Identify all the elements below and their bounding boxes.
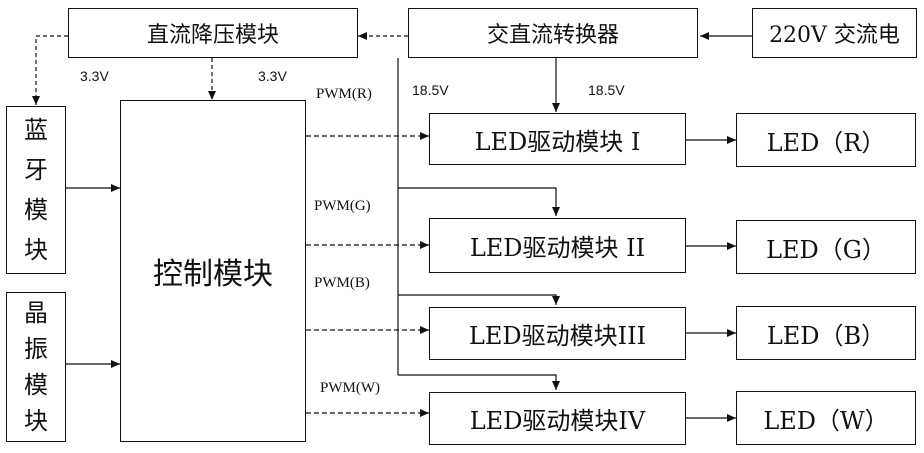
bluetooth-char: 块	[24, 230, 48, 270]
ac-dc-converter-block: 交直流转换器	[408, 8, 698, 58]
led-label: LED（B）	[767, 316, 885, 351]
crystal-char: 模	[24, 367, 48, 403]
led-driver-block-1: LED驱动模块 I	[429, 113, 686, 165]
bluetooth-char: 模	[24, 190, 48, 230]
crystal-char: 晶	[24, 295, 48, 331]
led-driver-label: LED驱动模块 II	[470, 228, 645, 263]
led-driver-block-2: LED驱动模块 II	[429, 218, 686, 273]
voltage-label-18v5-right: 18.5V	[588, 82, 625, 98]
arrow-trunk-to-driver3	[398, 295, 556, 305]
voltage-label-3v3-left: 3.3V	[80, 68, 109, 84]
bluetooth-char: 蓝	[24, 110, 48, 150]
led-driver-block-4: LED驱动模块IV	[429, 392, 686, 445]
pwm-label-b: PWM(B)	[314, 275, 370, 292]
controller-label: 控制模块	[153, 249, 273, 293]
led-label: LED（G）	[766, 230, 886, 265]
dc-buck-block: 直流降压模块	[68, 8, 358, 58]
led-driver-label: LED驱动模块 I	[475, 122, 641, 157]
led-driver-label: LED驱动模块IV	[470, 401, 646, 436]
bluetooth-char: 牙	[24, 150, 48, 190]
crystal-module-block: 晶 振 模 块	[6, 292, 66, 442]
voltage-label-3v3-mid: 3.3V	[258, 68, 287, 84]
led-driver-label: LED驱动模块III	[469, 316, 646, 351]
led-label: LED（W）	[763, 401, 888, 436]
led-g-block: LED（G）	[736, 220, 916, 274]
voltage-label-18v5-left: 18.5V	[412, 82, 449, 98]
pwm-label-r: PWM(R)	[316, 86, 372, 103]
crystal-char: 块	[24, 403, 48, 439]
led-b-block: LED（B）	[736, 306, 916, 360]
pwm-label-w: PWM(W)	[320, 380, 380, 397]
bluetooth-module-block: 蓝 牙 模 块	[6, 106, 66, 274]
led-driver-block-3: LED驱动模块III	[429, 307, 686, 360]
arrow-trunk-to-driver2	[398, 188, 556, 216]
crystal-char: 振	[24, 331, 48, 367]
arrow-buck-to-bluetooth	[36, 36, 68, 105]
led-w-block: LED（W）	[736, 391, 916, 445]
led-label: LED（R）	[767, 123, 886, 158]
dc-buck-label: 直流降压模块	[147, 17, 279, 49]
controller-block: 控制模块	[120, 100, 306, 442]
ac-input-block: 220V 交流电	[752, 8, 917, 58]
arrow-trunk-to-driver4	[398, 375, 556, 390]
led-r-block: LED（R）	[736, 113, 916, 167]
ac-dc-converter-label: 交直流转换器	[487, 17, 619, 49]
pwm-label-g: PWM(G)	[314, 198, 371, 215]
ac-input-label: 220V 交流电	[769, 17, 900, 49]
